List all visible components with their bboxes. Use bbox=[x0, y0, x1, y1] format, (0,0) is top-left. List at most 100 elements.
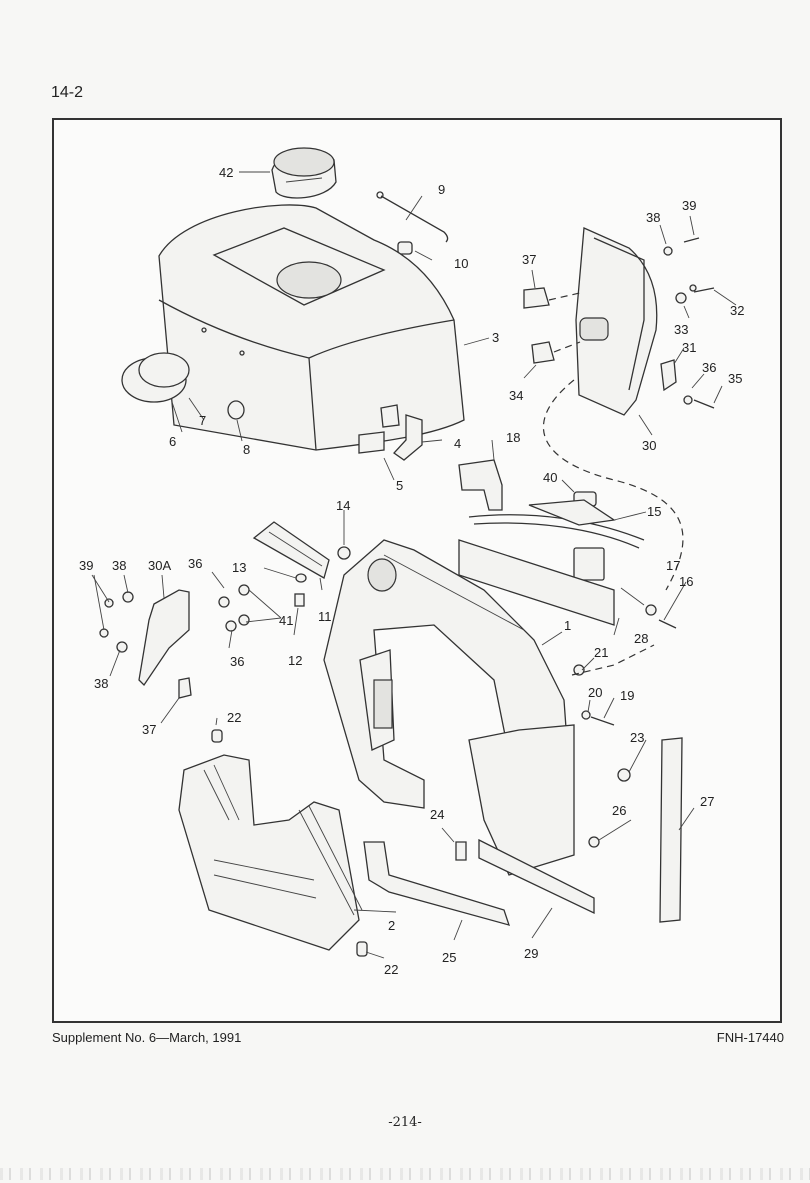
part-bar-29 bbox=[478, 838, 595, 915]
part-bolt-19 bbox=[590, 716, 615, 726]
part-post-27 bbox=[659, 737, 683, 923]
part-bracket-34 bbox=[531, 341, 555, 364]
part-bracket-31 bbox=[660, 359, 677, 392]
part-side-panel bbox=[468, 724, 575, 876]
callout-37: 37 bbox=[522, 252, 536, 267]
callout-33: 33 bbox=[674, 322, 688, 337]
assembly-line-upper bbox=[548, 291, 585, 301]
callout-10: 10 bbox=[454, 256, 468, 271]
callout-19: 19 bbox=[620, 688, 634, 703]
callout-35: 35 bbox=[728, 371, 742, 386]
part-bracket-18 bbox=[458, 459, 503, 511]
callout-20: 20 bbox=[588, 685, 602, 700]
callout-leaders bbox=[91, 171, 737, 959]
part-bracket-30a bbox=[99, 589, 192, 699]
part-nut bbox=[227, 400, 245, 420]
callout-4: 4 bbox=[454, 436, 461, 451]
callout-21: 21 bbox=[594, 645, 608, 660]
part-fuel-cap bbox=[271, 147, 337, 199]
part-plug-23 bbox=[617, 768, 631, 782]
callout-6: 6 bbox=[169, 434, 176, 449]
callout-1: 1 bbox=[564, 618, 571, 633]
figure-code: FNH-17440 bbox=[716, 1030, 784, 1045]
callout-39: 39 bbox=[682, 198, 696, 213]
part-nuts-41 bbox=[218, 584, 250, 632]
callout-28: 28 bbox=[634, 631, 648, 646]
callout-36-left: 36 bbox=[188, 556, 202, 571]
section-number: 14-2 bbox=[51, 84, 84, 101]
callout-16: 16 bbox=[679, 574, 693, 589]
part-nut-21 bbox=[573, 664, 585, 676]
part-plug-22-upper bbox=[211, 729, 223, 743]
callout-26: 26 bbox=[612, 803, 626, 818]
callout-40: 40 bbox=[543, 470, 557, 485]
callout-8: 8 bbox=[243, 442, 250, 457]
parts-diagram-frame: 42 9 10 37 38 39 32 33 31 36 35 34 30 3 … bbox=[52, 118, 782, 1023]
callout-41: 41 bbox=[279, 613, 293, 628]
callout-30a: 30A bbox=[148, 558, 171, 573]
part-plug-26 bbox=[588, 836, 600, 848]
part-nut-13 bbox=[295, 573, 307, 583]
part-nut-14 bbox=[337, 546, 351, 560]
callout-5: 5 bbox=[396, 478, 403, 493]
callout-12: 12 bbox=[288, 653, 302, 668]
callout-18: 18 bbox=[506, 430, 520, 445]
callout-31: 31 bbox=[682, 340, 696, 355]
callout-11: 11 bbox=[318, 609, 332, 624]
part-fuel-tank bbox=[158, 204, 465, 451]
part-bolt-16 bbox=[658, 619, 677, 629]
part-bracket-37-upper bbox=[523, 287, 550, 309]
part-bracket-small bbox=[380, 404, 400, 428]
part-rod bbox=[380, 195, 449, 243]
callout-36-lower: 36 bbox=[230, 654, 244, 669]
callout-37-lower: 37 bbox=[142, 722, 156, 737]
callout-17: 17 bbox=[666, 558, 680, 573]
callout-15: 15 bbox=[647, 504, 661, 519]
part-rod-end bbox=[376, 191, 384, 199]
callout-25: 25 bbox=[442, 950, 456, 965]
callout-30: 30 bbox=[642, 438, 656, 453]
part-washer-17 bbox=[645, 604, 657, 616]
callout-13: 13 bbox=[232, 560, 246, 575]
callout-39-left: 39 bbox=[79, 558, 93, 573]
part-washer-36-upper bbox=[683, 395, 693, 405]
part-stud-12 bbox=[294, 593, 305, 607]
part-washer-20 bbox=[581, 710, 591, 720]
assembly-line-curve bbox=[542, 379, 684, 591]
callout-7: 7 bbox=[199, 413, 206, 428]
callout-27: 27 bbox=[700, 794, 714, 809]
part-linkage-15 bbox=[468, 499, 645, 581]
supplement-note: Supplement No. 6—March, 1991 bbox=[52, 1030, 242, 1045]
part-plug-22-lower bbox=[356, 941, 368, 957]
callout-14: 14 bbox=[336, 498, 350, 513]
callout-38-left-lower: 38 bbox=[94, 676, 108, 691]
part-bracket-25 bbox=[363, 841, 511, 926]
part-gauge-plate bbox=[121, 352, 190, 403]
exploded-parts-diagram: 42 9 10 37 38 39 32 33 31 36 35 34 30 3 … bbox=[79, 147, 744, 977]
callout-22-upper: 22 bbox=[227, 710, 241, 725]
callout-34: 34 bbox=[509, 388, 523, 403]
part-panel-11 bbox=[252, 521, 330, 579]
callout-32: 32 bbox=[730, 303, 744, 318]
callout-2: 2 bbox=[388, 918, 395, 933]
part-bolt-35 bbox=[693, 399, 715, 409]
page-number: -214- bbox=[388, 1115, 422, 1130]
callout-24: 24 bbox=[430, 807, 444, 822]
callout-38-left: 38 bbox=[112, 558, 126, 573]
callout-9: 9 bbox=[438, 182, 445, 197]
part-bracket-4 bbox=[393, 414, 423, 461]
callout-29: 29 bbox=[524, 946, 538, 961]
part-plug bbox=[397, 241, 413, 255]
scan-edge-artifact bbox=[0, 1168, 810, 1180]
part-cover bbox=[575, 227, 658, 416]
callout-42: 42 bbox=[219, 165, 233, 180]
callout-36-upper: 36 bbox=[702, 360, 716, 375]
part-bolt-24 bbox=[455, 841, 467, 861]
part-grille bbox=[178, 729, 368, 957]
part-bar-28 bbox=[458, 539, 615, 626]
callout-22-lower: 22 bbox=[384, 962, 398, 977]
part-bracket-5 bbox=[358, 431, 385, 454]
callout-23: 23 bbox=[630, 730, 644, 745]
callout-3: 3 bbox=[492, 330, 499, 345]
part-screws-upper-right bbox=[663, 237, 715, 304]
